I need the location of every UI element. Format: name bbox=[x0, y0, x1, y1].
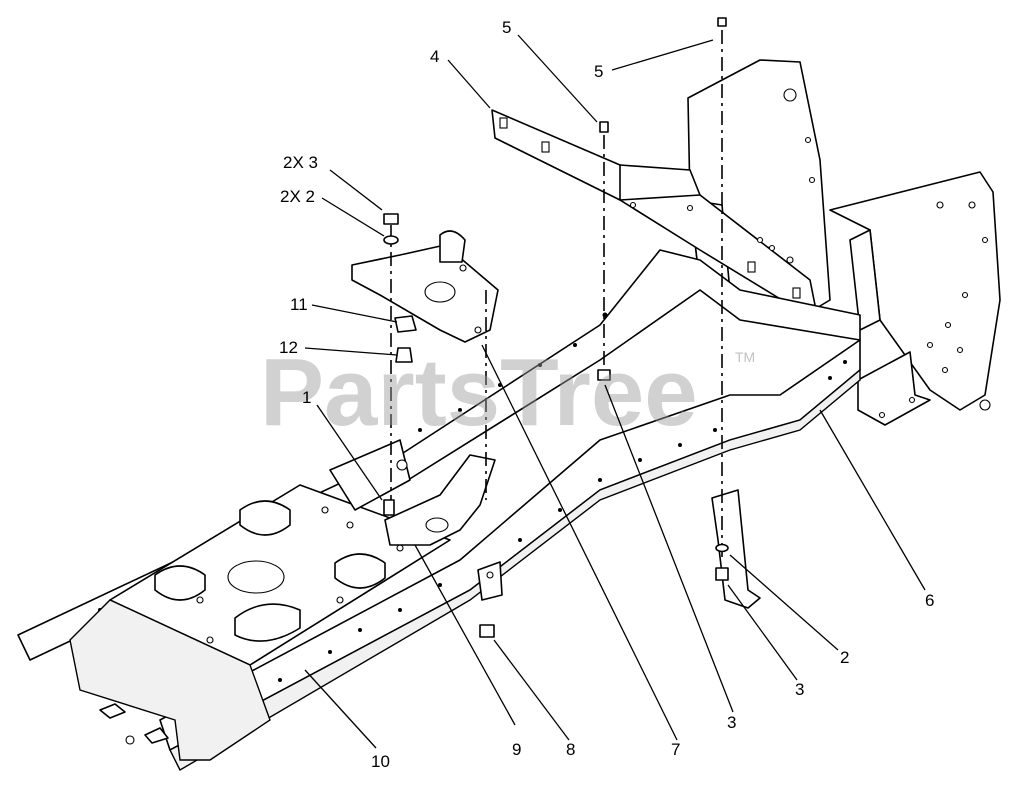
watermark-brand: PartsTree bbox=[260, 339, 698, 446]
leader-lines bbox=[304, 34, 926, 749]
callout-2: 2 bbox=[840, 648, 849, 667]
callout-1: 1 bbox=[302, 388, 311, 407]
callout-7: 7 bbox=[671, 740, 680, 759]
small-bracket-part-8 bbox=[477, 561, 503, 601]
callout-3-a: 3 bbox=[795, 680, 804, 699]
callout-4: 4 bbox=[430, 47, 439, 66]
upper-bracket-part-7 bbox=[351, 230, 499, 343]
isolator-mounts bbox=[154, 500, 386, 642]
callout-9: 9 bbox=[512, 740, 521, 759]
front-deck-plate bbox=[69, 484, 451, 761]
fastener-axes bbox=[390, 30, 723, 560]
callout-6: 6 bbox=[925, 591, 934, 610]
fasteners bbox=[383, 17, 729, 638]
callout-12: 12 bbox=[279, 338, 298, 357]
callout-5-a: 5 bbox=[502, 18, 511, 37]
callout-5-b: 5 bbox=[594, 62, 603, 81]
callout-labels: 4 5 5 2X 3 2X 2 11 12 1 6 2 3 3 7 8 9 10 bbox=[279, 18, 934, 771]
cross-bar-part-4 bbox=[491, 109, 816, 309]
callout-8: 8 bbox=[566, 740, 575, 759]
callout-2x2: 2X 2 bbox=[280, 187, 315, 206]
callout-10: 10 bbox=[371, 752, 390, 771]
callout-3-b: 3 bbox=[727, 713, 736, 732]
watermark-trademark: TM bbox=[735, 349, 755, 365]
callout-11: 11 bbox=[290, 295, 308, 314]
callout-2x3: 2X 3 bbox=[283, 153, 318, 172]
lower-support-bracket-part-9 bbox=[329, 439, 496, 546]
